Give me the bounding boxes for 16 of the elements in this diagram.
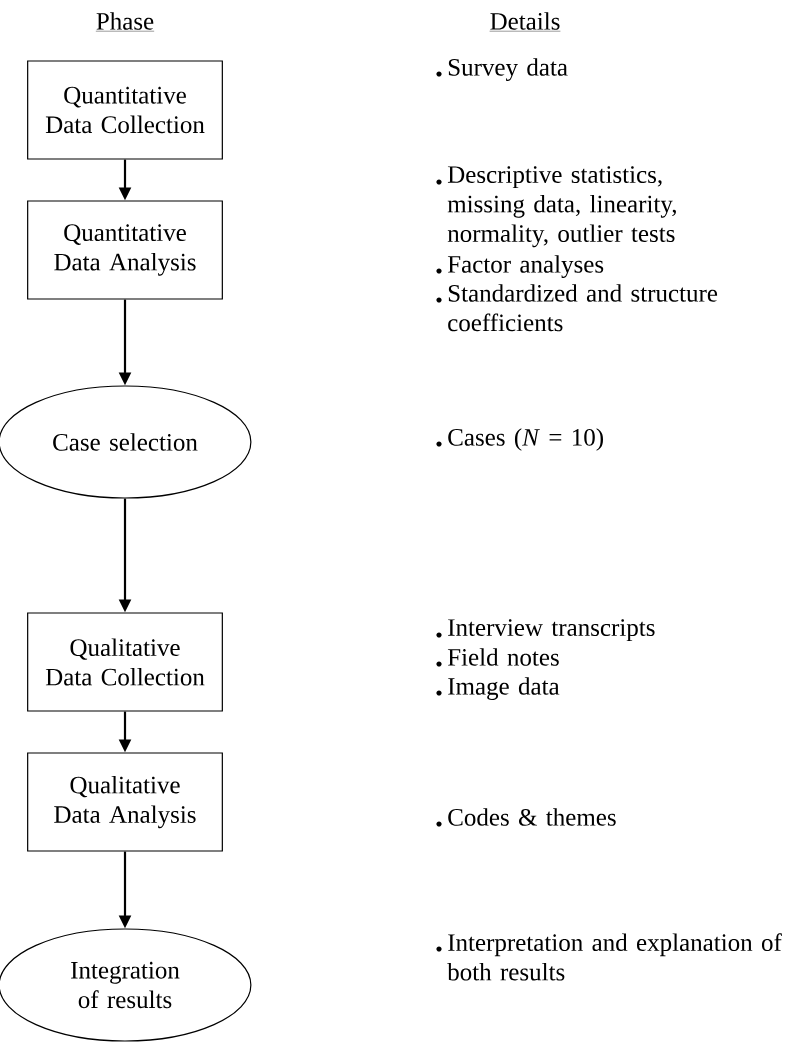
process-box: Quantitative Data Collection [27,60,223,160]
detail-text: Standardized and structure coefficients [448,284,718,332]
process-box: Quantitative Data Analysis [27,200,223,300]
detail-text: Cases (N = 10) [448,428,603,451]
detail-text: Field notes [447,648,559,666]
column-heading: Details [489,12,561,32]
detail-text: Interview transcripts [448,619,655,642]
detail-text: Descriptive statistics, missing data, linearity, normality, outlier tests [447,166,676,248]
process-box: Qualitative Data Analysis [27,752,223,852]
detail-text: Codes & themes [448,808,616,826]
process-box: Qualitative Data Collection [27,612,223,712]
detail-text: Factor analyses [447,255,604,278]
detail-text: Interpretation and explanation of both results [447,933,782,981]
detail-text: Image data [448,677,560,700]
column-heading: Phase [95,12,155,32]
detail-text: Survey data [448,58,568,81]
